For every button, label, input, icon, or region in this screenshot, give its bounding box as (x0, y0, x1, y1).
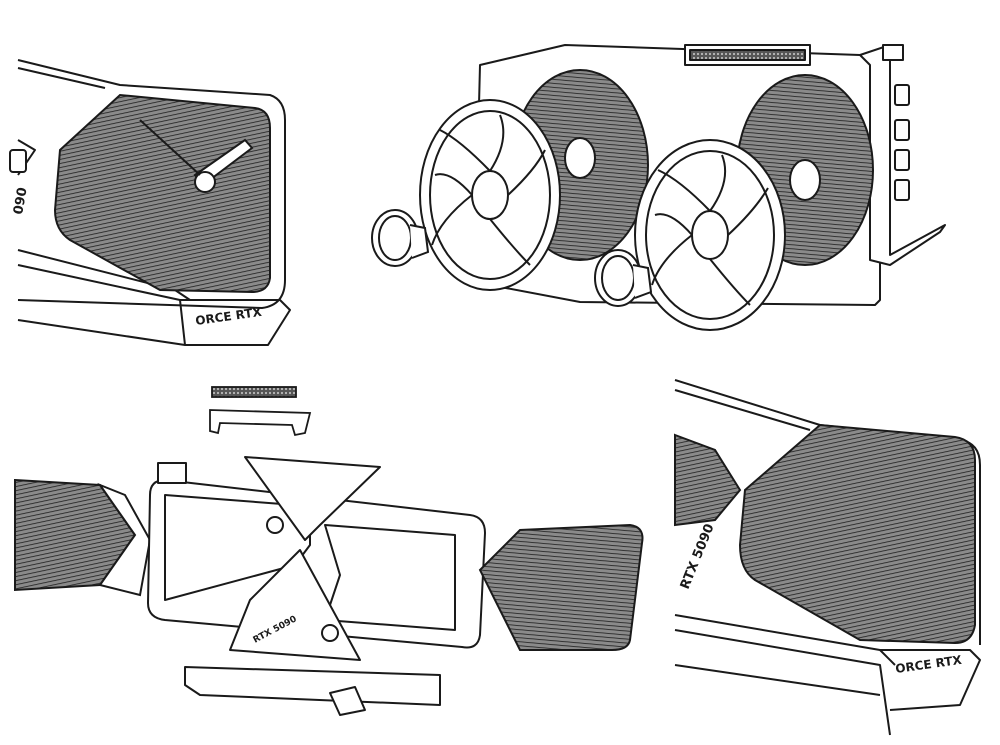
panel-exploded-fans (340, 0, 1000, 360)
exploded-shroud-drawing: RTX 5090 (14, 386, 644, 716)
card-side-label: 090 (11, 186, 30, 215)
panel-closeup-top-left: 090 ORCE RTX (0, 0, 330, 360)
closeup-bottom-drawing: RTX 5090 ORCE RTX (674, 379, 981, 736)
panel-exploded-shroud: RTX 5090 (0, 375, 660, 745)
panel-closeup-bottom-right: RTX 5090 ORCE RTX (670, 375, 1000, 745)
closeup-drawing: 090 ORCE RTX (9, 59, 291, 346)
side-fin-strip (674, 433, 742, 527)
card-bottom-label: ORCE RTX (194, 305, 263, 328)
fan-right (634, 139, 786, 331)
heatsink-fins-closeup (738, 423, 976, 645)
exploded-fans-drawing (371, 44, 946, 331)
card-side-label-closeup: RTX 5090 (678, 522, 718, 592)
right-fin-block (478, 523, 644, 651)
heatsink-fins (53, 93, 271, 294)
card-bottom-label-closeup: ORCE RTX (894, 653, 963, 676)
fan-left (419, 99, 561, 291)
